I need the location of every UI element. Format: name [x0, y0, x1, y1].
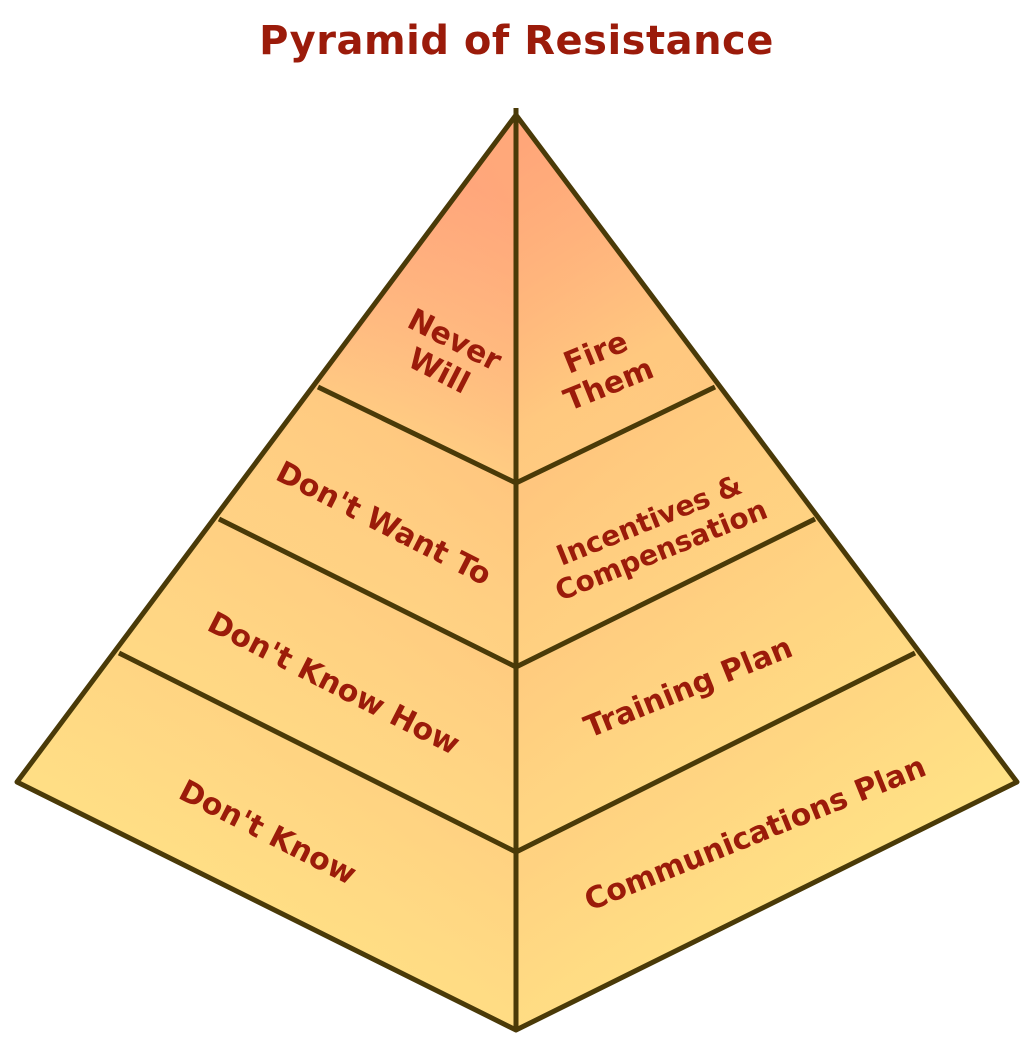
right-band-2 — [516, 387, 815, 667]
right-divider-1 — [514, 384, 717, 486]
left-divider-2 — [217, 516, 518, 670]
diagram-title: Pyramid of Resistance — [259, 18, 774, 64]
left-divider-1 — [316, 384, 518, 486]
left-band-3 — [119, 519, 516, 852]
left-face — [17, 115, 516, 1030]
left-divider-3 — [117, 650, 518, 855]
right-divider-2 — [514, 516, 817, 670]
left-band-2 — [219, 387, 516, 667]
right-band-1 — [516, 115, 715, 483]
right-face — [516, 115, 1017, 1030]
right-band-4 — [516, 653, 1017, 1030]
right-divider-3 — [514, 650, 917, 855]
left-band-4 — [17, 653, 516, 1030]
pyramid-edges — [14, 108, 1020, 1033]
right-band-3 — [516, 519, 915, 852]
left-band-1 — [318, 115, 516, 483]
